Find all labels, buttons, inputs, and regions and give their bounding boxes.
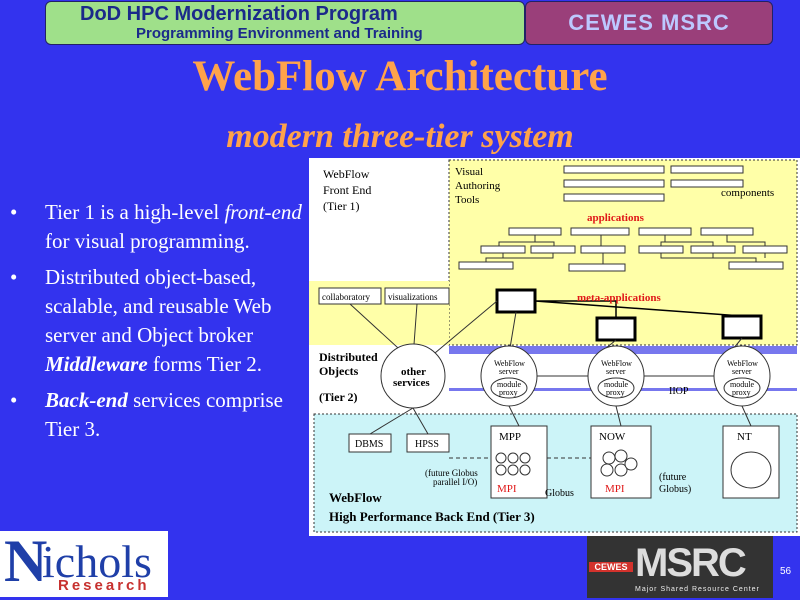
- tier1-label-1: WebFlow: [323, 167, 370, 181]
- svg-text:module: module: [604, 380, 628, 389]
- tier1-tier2-links: [349, 300, 743, 359]
- nichols-research-logo: N ichols Research: [0, 528, 168, 597]
- future-globus2-label-2: Globus): [659, 484, 691, 495]
- svg-text:server: server: [606, 367, 626, 376]
- future-globus-label-1: (future Globus: [425, 468, 478, 478]
- components-label: components: [721, 187, 774, 199]
- meta-app-box-3: [721, 314, 763, 340]
- bullet-item: •Back-end services comprise Tier 3.: [10, 388, 283, 441]
- webflow-server-node: WebFlow server module proxy: [480, 345, 538, 407]
- meta-app-box-1: [495, 288, 537, 314]
- svg-text:proxy: proxy: [499, 388, 518, 397]
- banner-program-title: DoD HPC Modernization Program: [80, 3, 398, 25]
- cewes-tag: CEWES: [589, 562, 633, 572]
- cewes-banner: CEWES MSRC: [525, 1, 773, 45]
- mpp-nodes: [495, 452, 531, 476]
- vat-label-2: Authoring: [455, 180, 501, 192]
- tier1-label-3: (Tier 1): [323, 199, 360, 213]
- svg-text:WebFlow: WebFlow: [727, 359, 758, 368]
- distributed-label-2: Objects: [319, 364, 359, 378]
- future-globus-label-2: parallel I/O): [433, 477, 477, 487]
- nichols-logo-n: N: [4, 528, 48, 594]
- vat-label-3: Tools: [455, 194, 479, 206]
- dbms-label: DBMS: [355, 439, 383, 450]
- svg-text:proxy: proxy: [606, 388, 625, 397]
- bullet-item: •Tier 1 is a high-level front-end for vi…: [10, 200, 302, 253]
- webflow-server-node: WebFlow server module proxy: [713, 345, 771, 407]
- meta-app-links: [534, 300, 743, 318]
- banner-program-subtitle: Programming Environment and Training: [136, 25, 423, 42]
- svg-text:module: module: [497, 380, 521, 389]
- nichols-logo-research: Research: [58, 577, 150, 594]
- program-banner: DoD HPC Modernization Program Programmin…: [45, 1, 525, 45]
- future-globus2-label-1: (future: [659, 472, 687, 483]
- bullet-dot: •: [10, 388, 18, 412]
- svg-text:server: server: [732, 367, 752, 376]
- component-bars: [458, 165, 788, 272]
- hpss-label: HPSS: [415, 439, 439, 450]
- mpi-label: MPI: [605, 483, 625, 495]
- backend-label-1: WebFlow: [329, 490, 382, 505]
- msrc-subtitle: Major Shared Resource Center: [635, 586, 760, 593]
- bullet-dot: •: [10, 200, 18, 224]
- visualizations-label: visualizations: [388, 292, 438, 302]
- tier3-region: [313, 413, 798, 533]
- meta-app-box-2: [595, 316, 637, 342]
- page-number: 56: [780, 566, 792, 577]
- slide-subtitle: modern three-tier system: [226, 118, 574, 155]
- msrc-wordmark: MSRC: [635, 541, 747, 585]
- component-connectors: [485, 235, 766, 264]
- cewes-msrc-logo: CEWES MSRC Major Shared Resource Center: [587, 536, 773, 598]
- applications-label: applications: [587, 212, 645, 224]
- slide-title: WebFlow Architecture: [192, 53, 608, 100]
- svg-text:proxy: proxy: [732, 388, 751, 397]
- meta-applications-label: meta-applications: [577, 292, 661, 304]
- other-services-label-1: other: [401, 366, 426, 378]
- iiop-label: IIOP: [669, 386, 689, 397]
- svg-text:WebFlow: WebFlow: [494, 359, 525, 368]
- bullet-item: •Distributed object-based, scalable, and…: [10, 265, 272, 376]
- distributed-label-1: Distributed: [319, 350, 378, 364]
- other-services-label-2: services: [393, 377, 430, 389]
- mpi-label: MPI: [497, 483, 517, 495]
- tier1-label-2: Front End: [323, 183, 371, 197]
- backend-label-2: High Performance Back End (Tier 3): [329, 509, 535, 524]
- nichols-logo-text: ichols: [42, 536, 152, 587]
- bullet-list: •Tier 1 is a high-level front-end for vi…: [10, 198, 310, 451]
- svg-text:WebFlow: WebFlow: [601, 359, 632, 368]
- nt-node: [730, 451, 772, 489]
- now-label: NOW: [599, 431, 626, 443]
- now-nodes: [600, 449, 638, 477]
- globus-label: Globus: [545, 488, 574, 499]
- cewes-banner-text: CEWES MSRC: [568, 10, 730, 35]
- tier2-label: (Tier 2): [319, 390, 358, 404]
- tier2-tier3-links: [369, 405, 752, 459]
- nt-label: NT: [737, 431, 752, 443]
- svg-text:module: module: [730, 380, 754, 389]
- bullet-dot: •: [10, 265, 18, 289]
- collaboratory-label: collaboratory: [322, 292, 370, 302]
- architecture-diagram: WebFlow Front End (Tier 1) Visual Author…: [309, 158, 800, 536]
- vat-label-1: Visual: [455, 166, 483, 178]
- webflow-server-node: WebFlow server module proxy: [587, 345, 645, 407]
- svg-text:server: server: [499, 367, 519, 376]
- mpp-label: MPP: [499, 431, 521, 443]
